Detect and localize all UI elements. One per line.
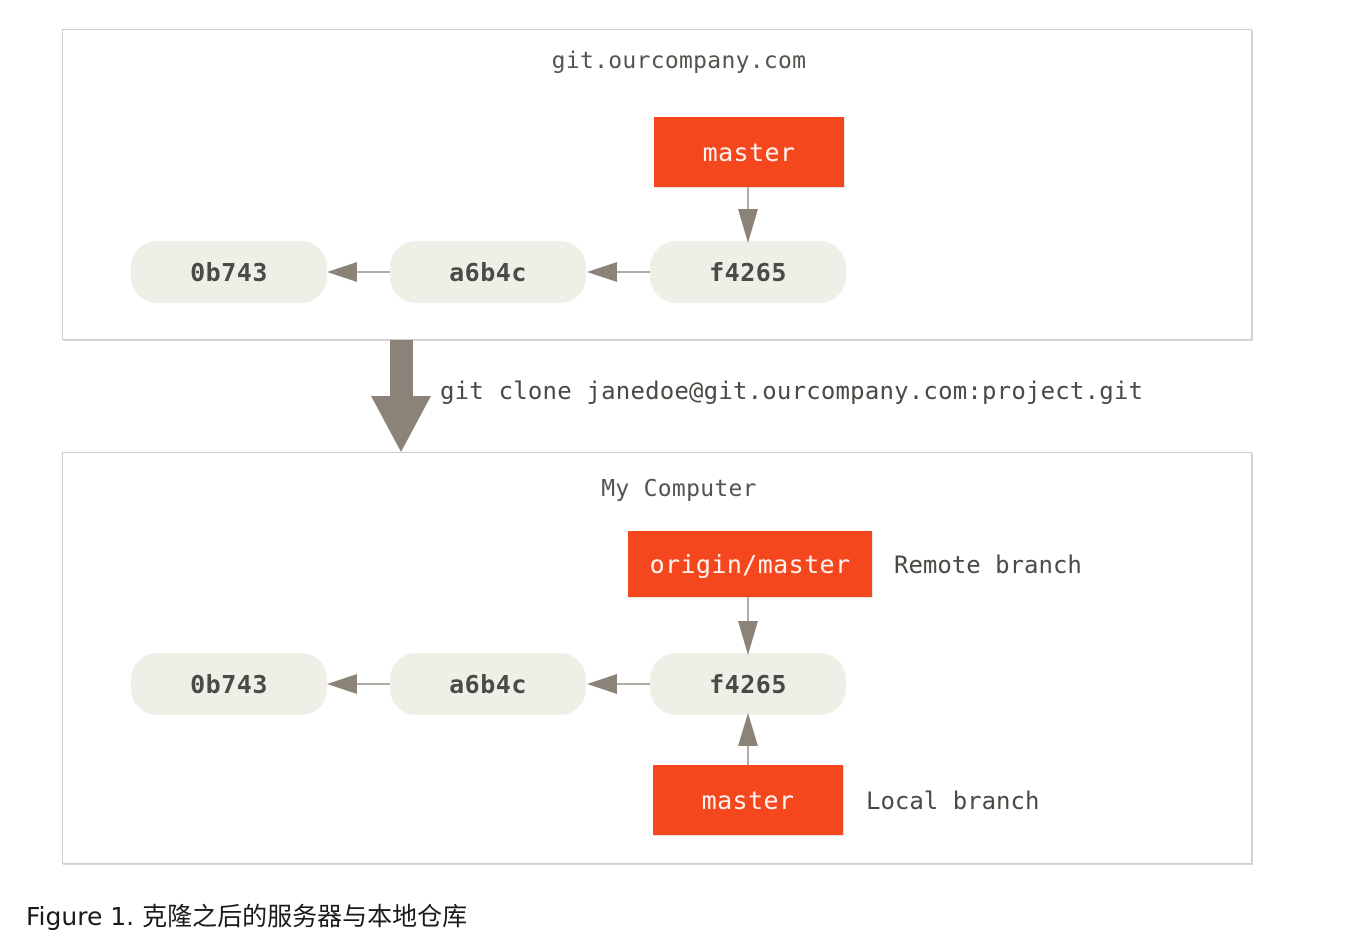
remote-branch-annotation: Remote branch (894, 551, 1082, 579)
server-commit-a6b4c: a6b4c (390, 241, 586, 303)
server-repository-title: git.ourcompany.com (551, 48, 807, 74)
local-commit-a6b4c: a6b4c (390, 653, 586, 715)
server-commit-0b743: 0b743 (131, 241, 327, 303)
local-commit-f4265: f4265 (650, 653, 846, 715)
figure-caption: Figure 1. 克隆之后的服务器与本地仓库 (26, 902, 468, 931)
local-commit-0b743: 0b743 (131, 653, 327, 715)
clone-transfer-arrow (371, 340, 431, 452)
local-branch-origin-master: origin/master (628, 531, 872, 597)
server-branch-master: master (654, 117, 844, 187)
clone-command-label: git clone janedoe@git.ourcompany.com:pro… (440, 377, 1144, 405)
server-commit-f4265: f4265 (650, 241, 846, 303)
local-repository-title: My Computer (601, 476, 757, 502)
local-branch-annotation: Local branch (866, 787, 1040, 815)
local-branch-master: master (653, 765, 843, 835)
